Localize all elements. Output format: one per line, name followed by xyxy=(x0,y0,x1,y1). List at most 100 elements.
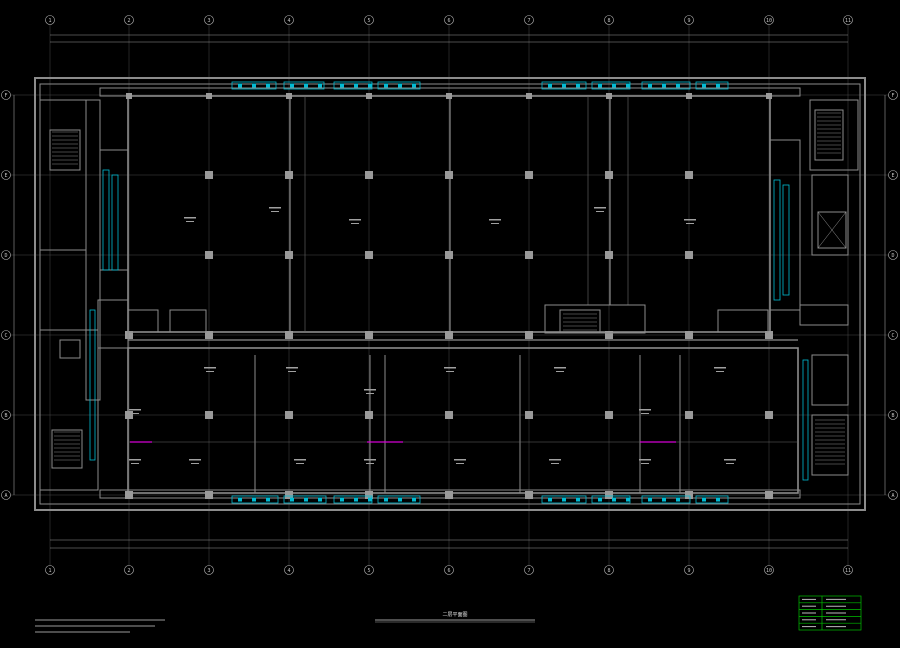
equipment-block xyxy=(290,83,294,88)
column xyxy=(445,171,453,179)
grid-bubble-right-D: D xyxy=(888,250,898,260)
column xyxy=(285,491,293,499)
room-label-mark xyxy=(444,367,456,369)
column xyxy=(365,491,373,499)
grid-bubble-bottom-6: 6 xyxy=(444,565,454,575)
legend-table xyxy=(798,595,862,631)
grid-bubble-label: 11 xyxy=(845,568,851,574)
column xyxy=(525,411,533,419)
column xyxy=(445,491,453,499)
column xyxy=(446,93,452,99)
column xyxy=(205,331,213,339)
room-label-mark xyxy=(549,459,561,461)
room-label-mark xyxy=(716,371,724,372)
room-label-mark xyxy=(296,463,304,464)
grid-bubble-bottom-2: 2 xyxy=(124,565,134,575)
grid-bubble-label: 5 xyxy=(367,568,370,574)
column xyxy=(765,411,773,419)
column xyxy=(765,331,773,339)
column xyxy=(685,251,693,259)
room-label-mark xyxy=(454,459,466,461)
column xyxy=(525,171,533,179)
room-label-mark xyxy=(189,459,201,461)
room-label-mark xyxy=(186,221,194,222)
right-stair-treads xyxy=(563,112,845,465)
equipment-block xyxy=(548,83,552,88)
equipment-block xyxy=(598,83,602,88)
equipment-block xyxy=(398,497,402,502)
equipment-block xyxy=(318,497,322,502)
grid-bubble-label: 8 xyxy=(607,18,610,24)
equipment-unit xyxy=(541,495,587,504)
grid-bubble-bottom-9: 9 xyxy=(684,565,694,575)
equipment-block xyxy=(266,83,270,88)
grid-bubble-label: 4 xyxy=(287,18,290,24)
grid-bubble-top-5: 5 xyxy=(364,15,374,25)
room-label-mark xyxy=(351,223,359,224)
room-label-mark xyxy=(271,211,279,212)
grid-bubble-label: 3 xyxy=(207,568,210,574)
room-label-mark xyxy=(554,367,566,369)
room-label-mark xyxy=(366,463,374,464)
interior-thin-lines xyxy=(128,96,798,443)
room-label-mark xyxy=(349,219,361,221)
column xyxy=(685,331,693,339)
equipment-block xyxy=(238,83,242,88)
grid-bubble-right-B: B xyxy=(888,410,898,420)
grid-bubble-left-F: F xyxy=(1,90,11,100)
grid-bubble-label: E xyxy=(4,173,7,179)
equipment-unit xyxy=(377,495,421,504)
grid-bubble-label: 4 xyxy=(287,568,290,574)
room-label-mark xyxy=(594,207,606,209)
column xyxy=(365,411,373,419)
grid-bubble-label: 2 xyxy=(127,568,130,574)
column xyxy=(286,93,292,99)
grid-bubble-bottom-3: 3 xyxy=(204,565,214,575)
room-label-mark xyxy=(131,413,139,414)
equipment-top xyxy=(231,81,729,90)
grid-bubble-label: 6 xyxy=(447,18,450,24)
grid-bubble-left-B: B xyxy=(1,410,11,420)
grid-bubble-bottom-10: 10 xyxy=(764,565,774,575)
equipment-block xyxy=(368,497,372,502)
grid-bubble-label: 10 xyxy=(766,18,772,24)
column xyxy=(125,411,133,419)
column xyxy=(445,331,453,339)
column xyxy=(205,491,213,499)
equipment-block xyxy=(598,497,602,502)
room-label-mark xyxy=(596,211,604,212)
equipment-vertical xyxy=(89,169,809,481)
column xyxy=(205,411,213,419)
equipment-block xyxy=(384,497,388,502)
column xyxy=(365,251,373,259)
elevator-shaft-icon xyxy=(817,211,847,249)
equipment-block xyxy=(716,497,720,502)
grid-bubble-label: C xyxy=(891,333,894,339)
grid-bubble-bottom-7: 7 xyxy=(524,565,534,575)
grid-bubble-left-E: E xyxy=(1,170,11,180)
grid-bubble-label: D xyxy=(4,253,7,259)
grid-bubble-top-7: 7 xyxy=(524,15,534,25)
room-partitions xyxy=(127,95,799,494)
column xyxy=(126,93,132,99)
equipment-unit xyxy=(541,81,587,90)
equipment-unit xyxy=(641,81,691,90)
room-label-mark xyxy=(714,367,726,369)
column xyxy=(206,93,212,99)
room-label-mark xyxy=(206,371,214,372)
equipment-block xyxy=(548,497,552,502)
room-label-mark xyxy=(641,463,649,464)
grid-bubble-bottom-1: 1 xyxy=(45,565,55,575)
room-label-mark xyxy=(446,371,454,372)
grid-bubble-top-8: 8 xyxy=(604,15,614,25)
grid-bubble-left-C: C xyxy=(1,330,11,340)
grid-bubble-label: B xyxy=(4,413,7,419)
equipment-block xyxy=(340,83,344,88)
grid-bubble-right-C: C xyxy=(888,330,898,340)
room-label-mark xyxy=(286,367,298,369)
room-label-mark xyxy=(204,367,216,369)
drawing-title: 二层平面图 xyxy=(442,612,467,618)
equipment-block xyxy=(626,83,630,88)
grid-bubble-label: 6 xyxy=(447,568,450,574)
column xyxy=(605,331,613,339)
